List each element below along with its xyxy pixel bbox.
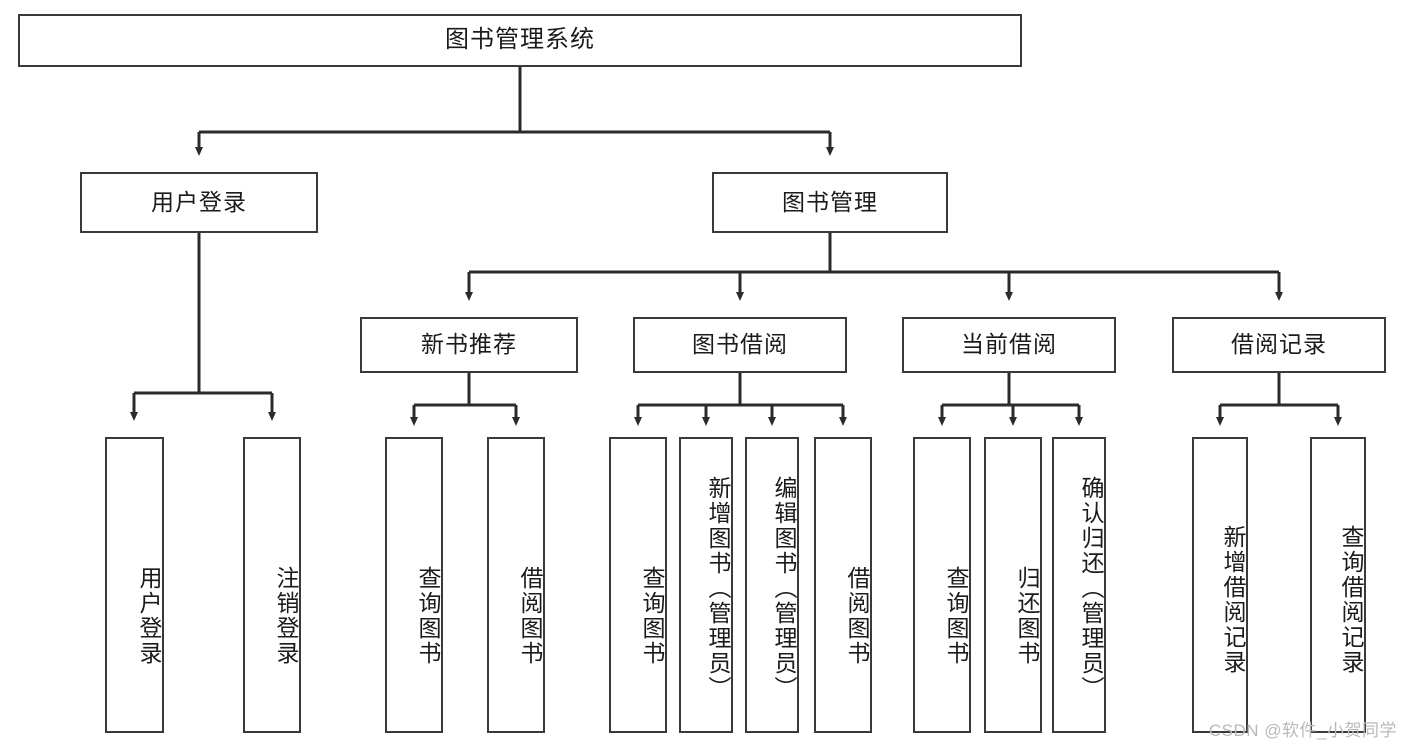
node-current-borrow[interactable]: 当前借阅	[902, 317, 1116, 373]
node-leaf-query-book-cur[interactable]: 查询图书	[913, 437, 971, 733]
node-borrow-record-label: 借阅记录	[1231, 331, 1327, 358]
node-book-borrow-label: 图书借阅	[692, 331, 788, 358]
node-leaf-logout-login-label: 注销登录	[273, 566, 299, 666]
node-current-borrow-label: 当前借阅	[961, 331, 1057, 358]
node-leaf-query-book-borrow-label: 查询图书	[639, 566, 665, 666]
node-leaf-borrow-book[interactable]: 借阅图书	[814, 437, 872, 733]
node-leaf-add-borrow-record[interactable]: 新增借阅记录	[1192, 437, 1248, 733]
node-user-login-label: 用户登录	[151, 188, 247, 215]
node-new-book-recommend-label: 新书推荐	[421, 331, 517, 358]
node-leaf-edit-book-admin-label: 编辑图书（管理员）	[771, 475, 797, 701]
node-leaf-borrow-book-rec-label: 借阅图书	[517, 566, 543, 666]
node-leaf-query-borrow-record[interactable]: 查询借阅记录	[1310, 437, 1366, 733]
node-leaf-query-book-borrow[interactable]: 查询图书	[609, 437, 667, 733]
node-book-borrow[interactable]: 图书借阅	[633, 317, 847, 373]
csdn-watermark: CSDN @软件_小贺同学	[1208, 721, 1397, 740]
node-leaf-logout-login[interactable]: 注销登录	[243, 437, 301, 733]
node-leaf-add-borrow-record-label: 新增借阅记录	[1220, 525, 1246, 675]
node-leaf-query-book-cur-label: 查询图书	[943, 566, 969, 666]
node-leaf-query-book-rec-label: 查询图书	[415, 566, 441, 666]
node-leaf-query-book-rec[interactable]: 查询图书	[385, 437, 443, 733]
node-borrow-record[interactable]: 借阅记录	[1172, 317, 1386, 373]
node-leaf-return-book[interactable]: 归还图书	[984, 437, 1042, 733]
node-leaf-confirm-return-admin-label: 确认归还（管理员）	[1078, 475, 1104, 701]
node-leaf-edit-book-admin[interactable]: 编辑图书（管理员）	[745, 437, 799, 733]
node-leaf-add-book-admin[interactable]: 新增图书（管理员）	[679, 437, 733, 733]
node-user-login[interactable]: 用户登录	[80, 172, 318, 233]
node-leaf-confirm-return-admin[interactable]: 确认归还（管理员）	[1052, 437, 1106, 733]
node-book-manage-label: 图书管理	[782, 188, 878, 215]
node-new-book-recommend[interactable]: 新书推荐	[360, 317, 578, 373]
node-leaf-user-login[interactable]: 用户登录	[105, 437, 164, 733]
node-leaf-borrow-book-label: 借阅图书	[844, 566, 870, 666]
node-leaf-return-book-label: 归还图书	[1014, 566, 1040, 666]
node-leaf-borrow-book-rec[interactable]: 借阅图书	[487, 437, 545, 733]
node-leaf-query-borrow-record-label: 查询借阅记录	[1338, 525, 1364, 675]
node-root-label: 图书管理系统	[445, 26, 595, 54]
node-leaf-add-book-admin-label: 新增图书（管理员）	[705, 475, 731, 701]
node-leaf-user-login-label: 用户登录	[136, 566, 162, 666]
node-root[interactable]: 图书管理系统	[18, 14, 1022, 67]
node-book-manage[interactable]: 图书管理	[712, 172, 948, 233]
